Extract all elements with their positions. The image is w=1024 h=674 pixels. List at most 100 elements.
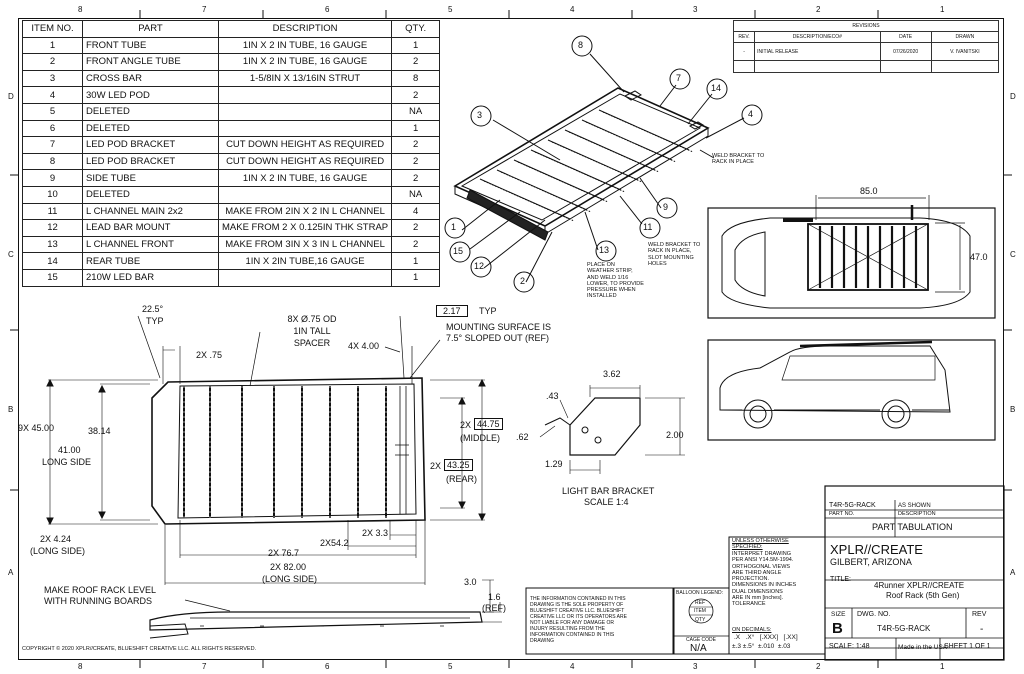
dim-424-sub: (LONG SIDE): [30, 546, 86, 556]
balloon-circles: [444, 35, 763, 293]
zone-left: A: [8, 568, 14, 577]
balloon-legend-ref: REF: [695, 600, 705, 606]
size-value: B: [832, 620, 843, 637]
dim-43: .43: [546, 391, 559, 401]
notes-head: UNLESS OTHERWISE SPECIFIED:: [732, 538, 789, 551]
copyright: COPYRIGHT © 2020 XPLR//CREATE, BLUESHIFT…: [22, 646, 257, 652]
zone-right: A: [1010, 568, 1016, 577]
balloon-label: 2: [520, 276, 526, 286]
dim-767: 2X 76.7: [268, 548, 300, 558]
light-bar-bracket: [539, 385, 685, 474]
cage-code-value: N/A: [690, 643, 707, 654]
dim-33: 2X 3.3: [362, 528, 389, 538]
note-place-on-strip: PLACE ON WEATHER STRIP, AND WELD 1/16 LO…: [587, 262, 644, 300]
sheet: SHEET 1 OF 1: [944, 643, 991, 650]
dim-top-depth: 47.0: [970, 252, 988, 262]
rev-label: REV: [972, 611, 987, 618]
balloon-legend-title: BALLOON LEGEND:: [676, 590, 723, 596]
dwg-no-value: T4R-5G-RACK: [877, 624, 931, 633]
dim-16-ref: (REF): [482, 603, 506, 613]
zone-right: C: [1010, 250, 1016, 259]
size-label: SIZE: [831, 611, 846, 618]
balloon-legend-qty: QTY: [695, 617, 706, 623]
bracket-title: LIGHT BAR BRACKET: [562, 486, 655, 496]
dim-820-sub: (LONG SIDE): [262, 574, 318, 584]
dim-4x400: 4X 4.00: [348, 341, 380, 351]
balloon-label: 15: [453, 246, 464, 256]
dim-top-width: 85.0: [860, 186, 878, 196]
zone-bottom: 2: [816, 662, 821, 671]
zone-right: B: [1010, 405, 1016, 414]
dim-typ-box: 2.17: [436, 305, 468, 317]
bracket-scale: SCALE 1:4: [584, 497, 629, 507]
balloon-label: 12: [474, 261, 485, 271]
scale: SCALE: 1:48: [829, 643, 870, 650]
notes-decimals-a: .X .X° [.XXX] [.XX]: [734, 634, 798, 641]
disclaimer: THE INFORMATION CONTAINED IN THIS DRAWIN…: [530, 596, 627, 644]
dim-424: 2X 4.24: [40, 534, 72, 544]
balloon-label: 8: [578, 40, 584, 50]
balloon-label: 1: [451, 222, 457, 232]
bom-cell: 1: [391, 268, 441, 287]
bom-cell: 15: [22, 268, 83, 287]
vehicle-top-view: [707, 195, 996, 319]
zone-bottom: 8: [78, 662, 83, 671]
zone-top: 3: [693, 5, 698, 14]
bom-cell: 210W LED BAR: [82, 268, 219, 287]
balloon-label: 13: [599, 245, 610, 255]
revisions-table: REVISIONS REV. DESCRIPTION/ECO# DATE DRA…: [732, 20, 1000, 73]
zone-top: 8: [78, 5, 83, 14]
dim-30: 3.0: [464, 577, 477, 587]
balloon-label: 9: [663, 202, 669, 212]
spacer-callout: 8X Ø.75 OD 1IN TALL SPACER: [287, 314, 337, 348]
zone-bottom: 5: [448, 662, 453, 671]
description-label: DESCRIPTION: [898, 511, 936, 517]
balloon-label: 14: [711, 83, 722, 93]
company-name: XPLR//CREATE: [830, 542, 923, 557]
balloon-label: 4: [748, 109, 754, 119]
vehicle-side-view: [707, 339, 996, 441]
dim-3814: 38.14: [88, 426, 111, 436]
rack-plan-view: [46, 315, 486, 585]
zone-top: 6: [325, 5, 330, 14]
cage-code-label: CAGE CODE: [686, 637, 717, 643]
balloon-label: 7: [676, 73, 682, 83]
dim-rear: (REAR): [446, 474, 477, 484]
zone-bottom: 1: [940, 662, 945, 671]
dim-typ: TYP: [479, 306, 497, 316]
zone-bottom: 7: [202, 662, 207, 671]
zone-top: 4: [570, 5, 575, 14]
title-line-1: 4Runner XPLR//CREATE: [874, 581, 965, 590]
rev-value: -: [980, 624, 984, 635]
dim-2x75: 2X .75: [196, 350, 223, 360]
notes-decimals-head: ON DECIMALS:: [732, 627, 772, 633]
note-weld-bracket-slot: WELD BRACKET TO RACK IN PLACE, SLOT MOUN…: [648, 242, 701, 267]
dim-820: 2X 82.00: [270, 562, 307, 572]
title-line-2: Roof Rack (5th Gen): [886, 591, 960, 600]
dim-45: 9X 45.00: [18, 423, 55, 433]
part-no-value-top: T4R-5G-RACK: [829, 502, 876, 509]
dim-long-side: LONG SIDE: [42, 457, 92, 467]
notes-decimals-b: ±.3 ±.5° ±.010 ±.03: [732, 643, 791, 650]
part-no-label: PART NO.: [829, 511, 855, 517]
bom-cell: [217, 268, 393, 287]
mounting-surface-note: MOUNTING SURFACE IS 7.5° SLOPED OUT (REF…: [446, 322, 552, 343]
dim-angle-typ: TYP: [146, 316, 164, 326]
dim-362: 3.62: [603, 369, 621, 379]
dim-4475: 44.75: [474, 418, 503, 430]
as-shown: AS SHOWN: [898, 503, 931, 509]
zone-left: B: [8, 405, 14, 414]
zone-bottom: 6: [325, 662, 330, 671]
zone-left: D: [8, 92, 14, 101]
dim-middle: (MIDDLE): [460, 433, 500, 443]
balloon-label: 11: [643, 222, 653, 232]
